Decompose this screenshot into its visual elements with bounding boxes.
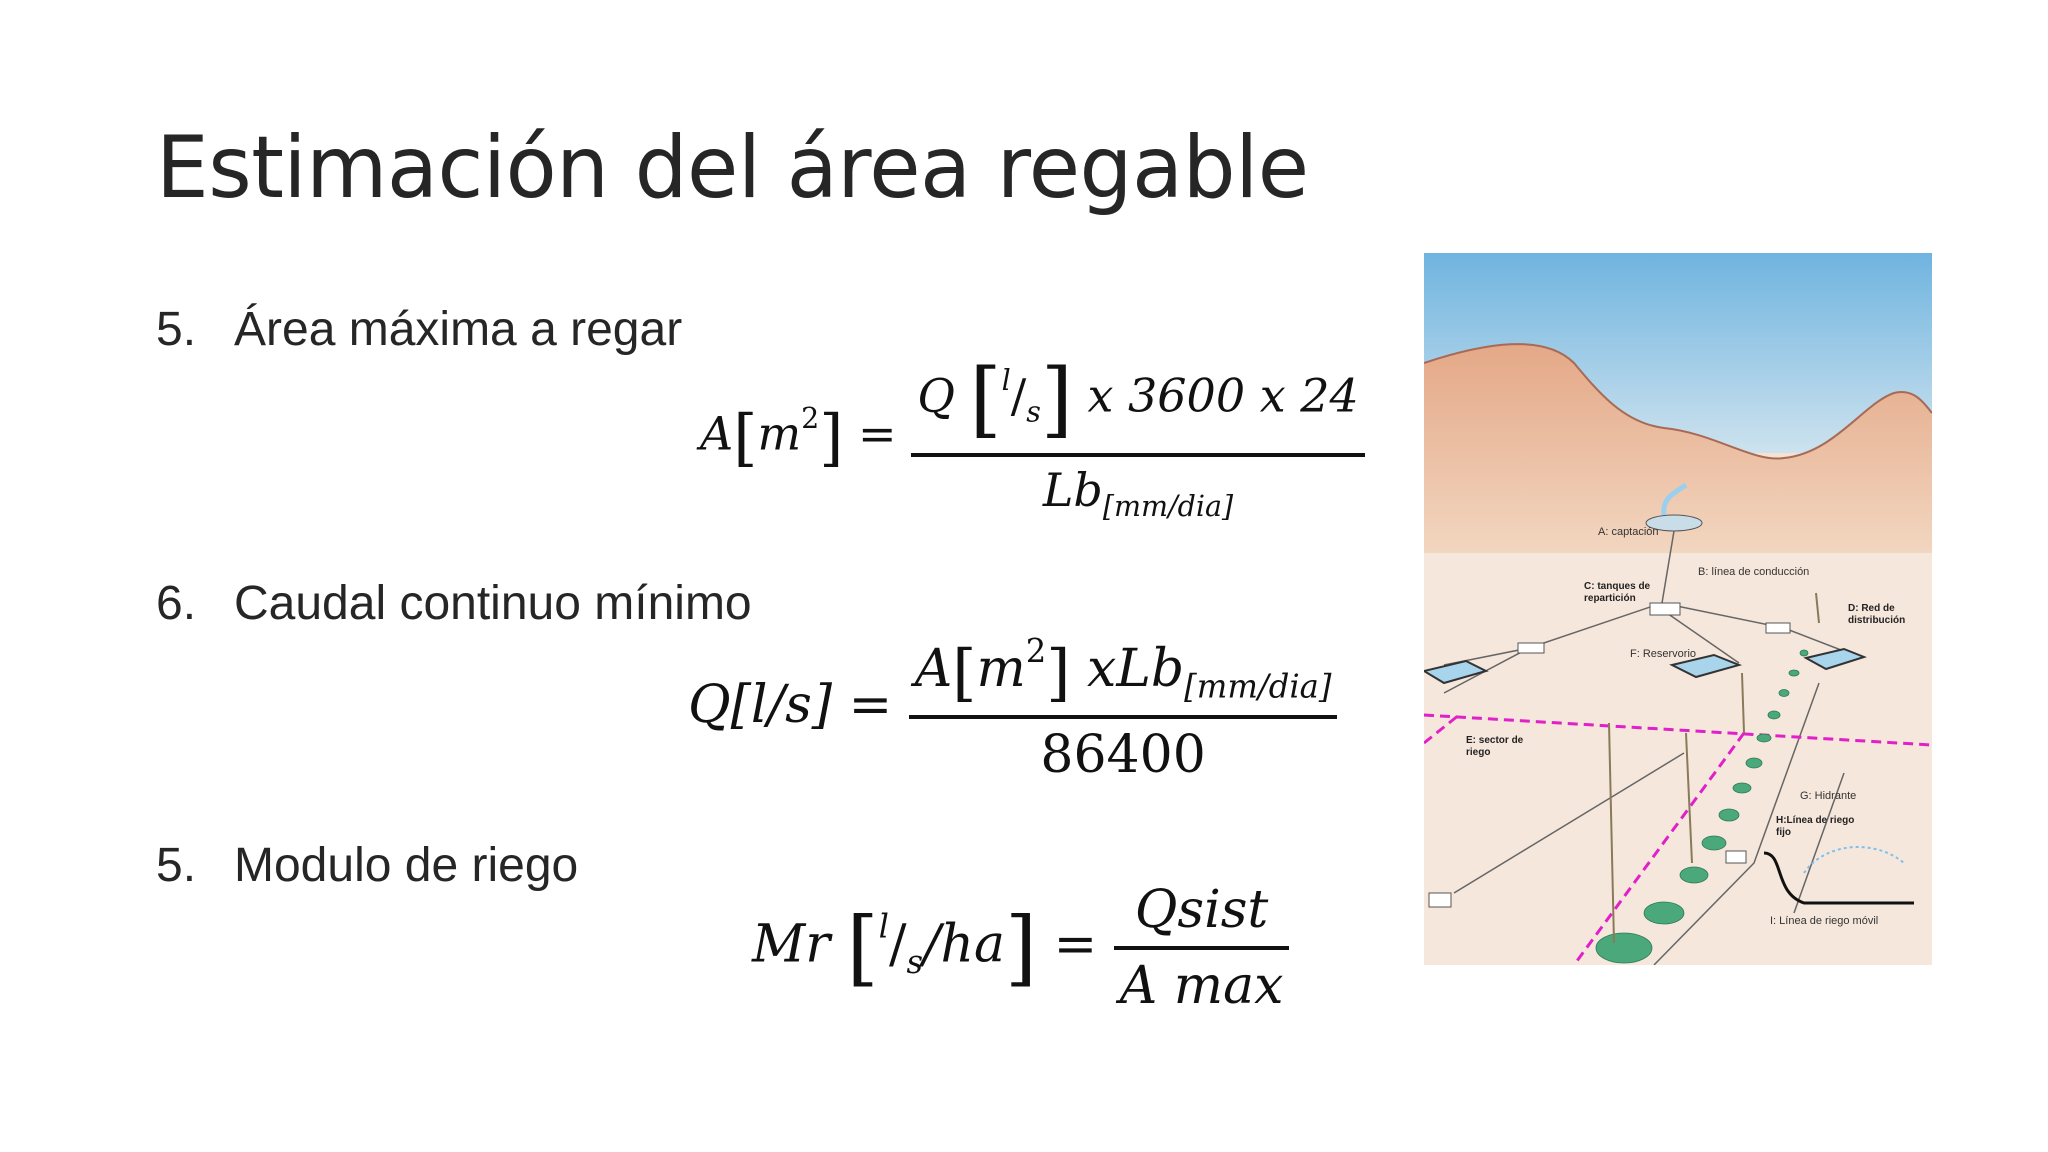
hydrant bbox=[1428, 892, 1452, 908]
item-label: Caudal continuo mínimo bbox=[234, 577, 752, 630]
formula-numerator: Qsist bbox=[1134, 880, 1269, 940]
unit-top: l bbox=[878, 907, 889, 946]
item-label: Modulo de riego bbox=[234, 839, 579, 892]
formula-denominator: 86400 bbox=[1040, 725, 1206, 786]
unit-bottom: s bbox=[1026, 395, 1041, 429]
mobile-line bbox=[1763, 851, 1914, 905]
irrigation-system-illustration: A: captación B: línea de conducción C: t… bbox=[1424, 253, 1932, 965]
sector-boundary bbox=[1424, 713, 1932, 965]
item-number: 6. bbox=[156, 577, 197, 630]
unit-bottom: s bbox=[906, 942, 924, 981]
label-f: F: Reservorio bbox=[1630, 648, 1696, 660]
unit-rest: /ha bbox=[923, 914, 1006, 975]
label-b: B: línea de conducción bbox=[1698, 566, 1809, 578]
num-exponent: 2 bbox=[1025, 632, 1047, 670]
formula-lhs-unit: m bbox=[757, 406, 802, 461]
hills bbox=[1424, 344, 1932, 553]
water-jet bbox=[1661, 482, 1688, 516]
label-i: I: Línea de riego móvil bbox=[1770, 915, 1878, 927]
den-sub: [mm/dia] bbox=[1102, 489, 1234, 523]
num-rest: x 3600 x 24 bbox=[1087, 368, 1359, 423]
den-var: Lb bbox=[1042, 463, 1103, 517]
formula-caudal: Q[l/s] = A[m2] xLb[mm/dia] 86400 bbox=[688, 632, 1338, 786]
formula-modulo-fraction: Qsist A max bbox=[1113, 880, 1290, 1016]
formula-numerator: Q [l/s] x 3600 x 24 bbox=[917, 352, 1359, 447]
formula-lhs-exponent: 2 bbox=[801, 402, 820, 436]
label-c1: C: tanques de bbox=[1584, 581, 1651, 592]
formula-lhs: Q[l/s] bbox=[688, 675, 833, 736]
label-c2: repartición bbox=[1584, 593, 1636, 604]
label-e1: E: sector de bbox=[1466, 735, 1524, 746]
slide-title: Estimación del área regable bbox=[156, 118, 1309, 218]
label-d2: distribución bbox=[1848, 615, 1905, 626]
item-number: 5. bbox=[156, 303, 197, 356]
num-unit: m bbox=[976, 639, 1026, 700]
item-label: Área máxima a regar bbox=[234, 303, 683, 356]
item-number: 5. bbox=[156, 839, 197, 892]
tank bbox=[1649, 602, 1681, 616]
tank bbox=[1765, 622, 1791, 634]
plant-row bbox=[1595, 649, 1809, 964]
label-a: A: captación bbox=[1598, 526, 1659, 538]
label-h1: H:Línea de riego bbox=[1776, 815, 1854, 826]
reservoir bbox=[1424, 659, 1489, 685]
list-item-caudal-continuo: 6. Caudal continuo mínimo bbox=[156, 576, 752, 631]
fraction-bar bbox=[1113, 946, 1290, 950]
label-e2: riego bbox=[1466, 747, 1490, 758]
hydrant bbox=[1725, 850, 1747, 864]
formula-denominator: Lb[mm/dia] bbox=[911, 463, 1365, 523]
num-rest: xLb bbox=[1087, 639, 1185, 700]
agave-stalks bbox=[1608, 592, 1820, 944]
num-sub: [mm/dia] bbox=[1184, 667, 1332, 706]
formula-lhs-var: A bbox=[700, 406, 734, 461]
formula-area: A[m2] = Q [l/s] x 3600 x 24 Lb[mm/dia] bbox=[700, 352, 1365, 523]
sprinkler-spray bbox=[1803, 846, 1905, 874]
fraction-bar bbox=[911, 453, 1365, 457]
label-h2: fijo bbox=[1776, 827, 1791, 838]
num-var: A bbox=[914, 639, 953, 700]
list-item-modulo-riego: 5. Modulo de riego bbox=[156, 838, 578, 893]
list-item-area-maxima: 5. Área máxima a regar bbox=[156, 302, 682, 357]
formula-area-fraction: Q [l/s] x 3600 x 24 Lb[mm/dia] bbox=[911, 352, 1365, 523]
unit-top: l bbox=[1001, 364, 1011, 398]
formula-denominator: A max bbox=[1119, 956, 1284, 1016]
fraction-bar bbox=[908, 715, 1338, 720]
hill-ridge bbox=[1424, 343, 1932, 460]
label-d1: D: Red de bbox=[1848, 603, 1895, 614]
formula-caudal-fraction: A[m2] xLb[mm/dia] 86400 bbox=[908, 632, 1338, 786]
num-var: Q bbox=[917, 368, 955, 423]
label-g: G: Hidrante bbox=[1800, 790, 1856, 802]
formula-numerator: A[m2] xLb[mm/dia] bbox=[914, 632, 1332, 710]
formula-modulo: Mr [l/s/ha] = Qsist A max bbox=[752, 880, 1290, 1016]
tank bbox=[1517, 642, 1545, 654]
reservoir bbox=[1669, 653, 1743, 679]
formula-lhs-var: Mr bbox=[752, 914, 831, 975]
reservoir bbox=[1803, 647, 1867, 671]
